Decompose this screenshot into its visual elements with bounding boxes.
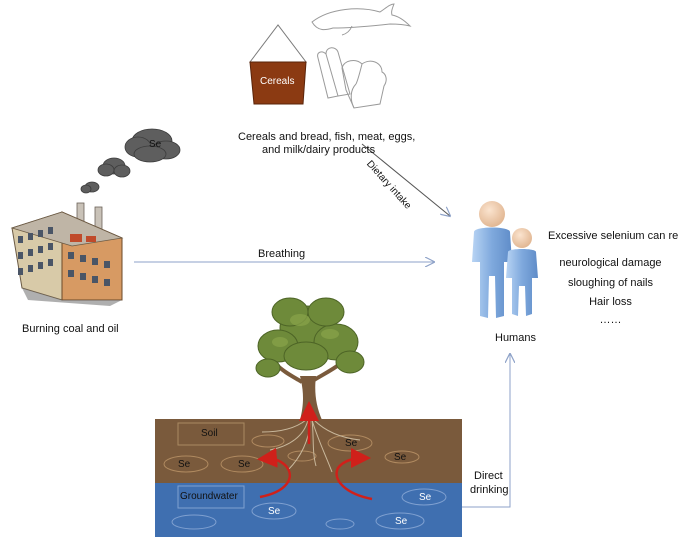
humans-label: Humans [495, 332, 536, 344]
cereals-box [248, 24, 308, 105]
burning-label: Burning coal and oil [22, 323, 119, 335]
soil-se-label: Se [238, 459, 251, 470]
water-se-label: Se [419, 492, 432, 503]
effect-item: neurological damage [559, 257, 662, 269]
effect-item: sloughing of nails [567, 277, 653, 289]
effect-item: Hair loss [589, 296, 632, 308]
foods-caption-line1: Cereals and bread, fish, meat, eggs, [238, 131, 416, 143]
factory-icon [10, 202, 124, 306]
direct-drinking-label-line2: drinking [470, 484, 509, 496]
soil-label: Soil [201, 428, 218, 439]
smoke-se-label: Se [149, 139, 162, 150]
water-se-label: Se [395, 516, 408, 527]
water-se-label: Se [268, 506, 281, 517]
soil-label-box [177, 422, 245, 446]
groundwater-label-box [177, 485, 245, 509]
smoke-cloud-large [124, 128, 181, 163]
foods-caption-line2: and milk/dairy products [262, 144, 376, 156]
effect-item: …… [599, 314, 622, 326]
tree-icon [255, 297, 365, 420]
soil-se-label: Se [394, 452, 407, 463]
direct-drinking-arrow [462, 354, 510, 508]
groundwater-label: Groundwater [180, 491, 238, 502]
uptake-arrows [257, 401, 373, 501]
soil-se-label: Se [178, 459, 191, 470]
humans-icon [472, 201, 538, 318]
effects-title: Excessive selenium can result: [548, 230, 678, 242]
soil-se-label: Se [345, 438, 358, 449]
water-particles [171, 488, 447, 530]
soil-particles [163, 434, 420, 473]
breathing-label: Breathing [258, 248, 306, 260]
fish-icon [311, 3, 412, 36]
smoke-cloud-medium [97, 157, 131, 178]
dietary-intake-arrow [361, 143, 450, 216]
cereals-box-label: Cereals [260, 76, 295, 87]
bread-icon [317, 47, 387, 109]
direct-drinking-label-line1: Direct [474, 470, 503, 482]
smoke-cloud-small [80, 181, 100, 194]
